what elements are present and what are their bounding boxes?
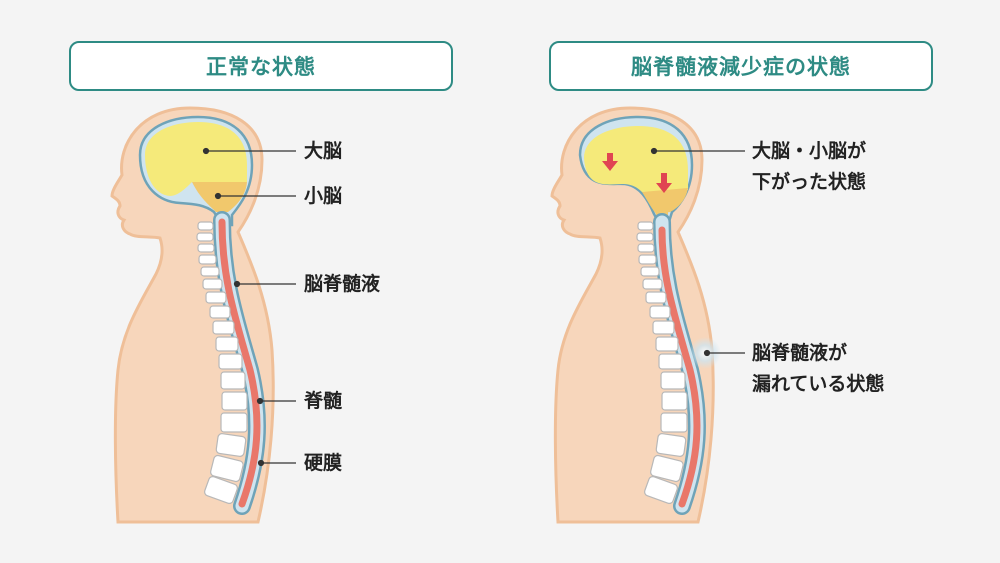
label-brain-sagging-line2: 下がった状態 (752, 171, 867, 193)
label-csf-leak: 脳脊髄液が 漏れている状態 (752, 338, 884, 400)
label-csf-leak-line2: 漏れている状態 (752, 373, 885, 395)
label-brain-sagging: 大脳・小脳が 下がった状態 (752, 136, 866, 198)
label-cerebellum: 小脳 (304, 185, 343, 207)
spinal-cord (658, 226, 701, 508)
label-cerebrum: 大脳 (304, 140, 343, 162)
down-arrow-icon (602, 153, 618, 171)
label-spinal-cord: 脊髄 (304, 390, 343, 412)
label-csf-leak-line1: 脳脊髄液が (752, 342, 848, 364)
label-brain-sagging-line1: 大脳・小脳が (752, 140, 867, 162)
csf-hypovolemia-title: 脳脊髄液減少症の状態 (549, 41, 933, 91)
hypovolemia-figure (550, 106, 745, 524)
cerebrum (145, 122, 247, 196)
cerebrum (584, 126, 688, 192)
spinal-cord (218, 218, 261, 508)
cerebellum (642, 188, 688, 214)
down-arrow-icon (656, 173, 672, 193)
label-dura: 硬膜 (304, 452, 343, 474)
label-csf: 脳脊髄液 (304, 273, 381, 295)
normal-figure (110, 106, 296, 524)
normal-state-title: 正常な状態 (69, 41, 453, 91)
